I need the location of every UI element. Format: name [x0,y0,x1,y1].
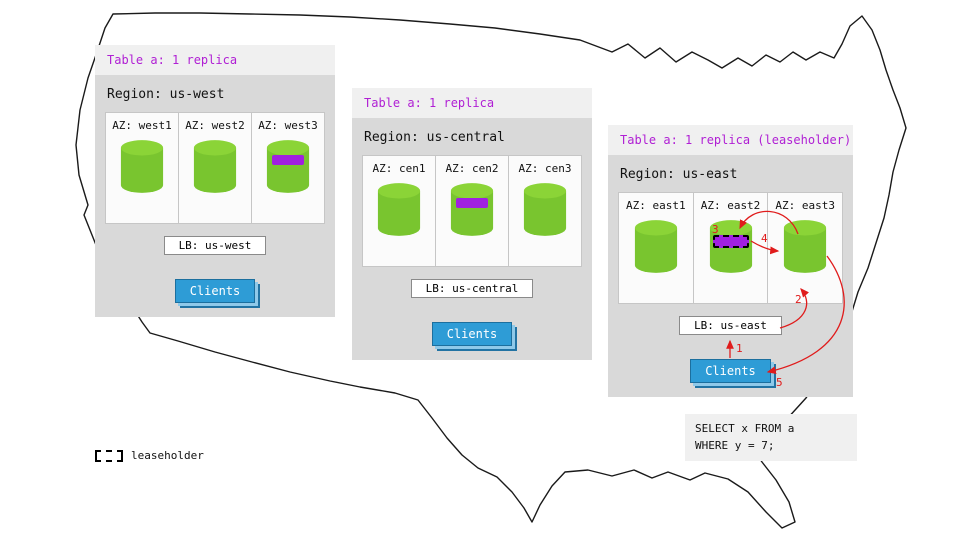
region-panel-us-east: Table a: 1 replica (leaseholder) Region:… [608,125,853,397]
az-label: AZ: west1 [112,119,172,132]
db-node [708,218,754,276]
leaseholder-swatch-icon [95,449,123,462]
clients-label: Clients [189,284,241,298]
db-node [522,181,568,239]
db-node [449,181,495,239]
database-cylinder-icon [193,140,237,193]
region-title: Region: us-west [107,87,225,102]
replica-badge [272,155,304,165]
clients-label: Clients [705,364,756,378]
region-panel-body: Region: us-east AZ: east1 AZ: east2 [608,155,853,397]
region-panel-body: Region: us-west AZ: west1 AZ: west2 [95,75,335,317]
az-cell-cen2: AZ: cen2 [436,156,509,266]
db-node [265,138,311,196]
region-title: Region: us-central [364,130,505,145]
clients-button: Clients [431,322,513,346]
clients-button: Clients [690,359,771,383]
az-label: AZ: cen1 [372,162,426,175]
sql-query-box: SELECT x FROM a WHERE y = 7; [685,414,857,461]
database-cylinder-icon [120,140,164,193]
replica-badge [456,198,488,208]
database-cylinder-icon [523,183,567,236]
az-cell-cen1: AZ: cen1 [363,156,436,266]
az-cell-west3: AZ: west3 [252,113,324,223]
az-label: AZ: east3 [775,199,835,212]
leaseholder-badge [712,235,749,248]
load-balancer-box: LB: us-central [410,279,534,298]
database-cylinder-icon [634,220,677,273]
az-cell-east1: AZ: east1 [619,193,694,303]
az-label: AZ: west3 [258,119,318,132]
az-label: AZ: east1 [626,199,686,212]
az-row: AZ: east1 AZ: east2 [618,192,843,304]
database-cylinder-icon [784,220,827,273]
legend-label: leaseholder [131,449,204,462]
db-node [192,138,238,196]
table-replica-label: Table a: 1 replica [107,53,238,67]
table-replica-label: Table a: 1 replica [364,96,495,110]
az-cell-east3: AZ: east3 [768,193,842,303]
leaseholder-legend: leaseholder [95,449,204,462]
az-label: AZ: east2 [700,199,761,212]
database-cylinder-icon [450,183,494,236]
db-node [633,218,679,276]
load-balancer-box: LB: us-west [163,236,267,255]
az-label: AZ: cen2 [445,162,499,175]
region-title: Region: us-east [620,167,738,182]
az-label: AZ: west2 [185,119,245,132]
db-node [782,218,828,276]
az-label: AZ: cen3 [518,162,572,175]
db-node [376,181,422,239]
table-replica-header: Table a: 1 replica [95,45,335,75]
table-replica-label: Table a: 1 replica (leaseholder) [620,133,852,147]
az-cell-west1: AZ: west1 [106,113,179,223]
sql-query-line: SELECT x FROM a [695,422,795,435]
database-cylinder-icon [377,183,421,236]
az-row: AZ: cen1 AZ: cen2 [362,155,582,267]
az-cell-cen3: AZ: cen3 [509,156,581,266]
clients-button: Clients [174,279,256,303]
db-node [119,138,165,196]
table-replica-header: Table a: 1 replica (leaseholder) [608,125,853,155]
region-panel-body: Region: us-central AZ: cen1 AZ: cen2 [352,118,592,360]
clients-label: Clients [446,327,498,341]
az-cell-east2: AZ: east2 [694,193,769,303]
load-balancer-box: LB: us-east [679,316,782,335]
az-cell-west2: AZ: west2 [179,113,252,223]
az-row: AZ: west1 AZ: west2 [105,112,325,224]
table-replica-header: Table a: 1 replica [352,88,592,118]
region-panel-us-central: Table a: 1 replica Region: us-central AZ… [352,88,592,360]
sql-query-line: WHERE y = 7; [695,438,775,452]
database-cylinder-icon [266,140,310,193]
region-panel-us-west: Table a: 1 replica Region: us-west AZ: w… [95,45,335,317]
